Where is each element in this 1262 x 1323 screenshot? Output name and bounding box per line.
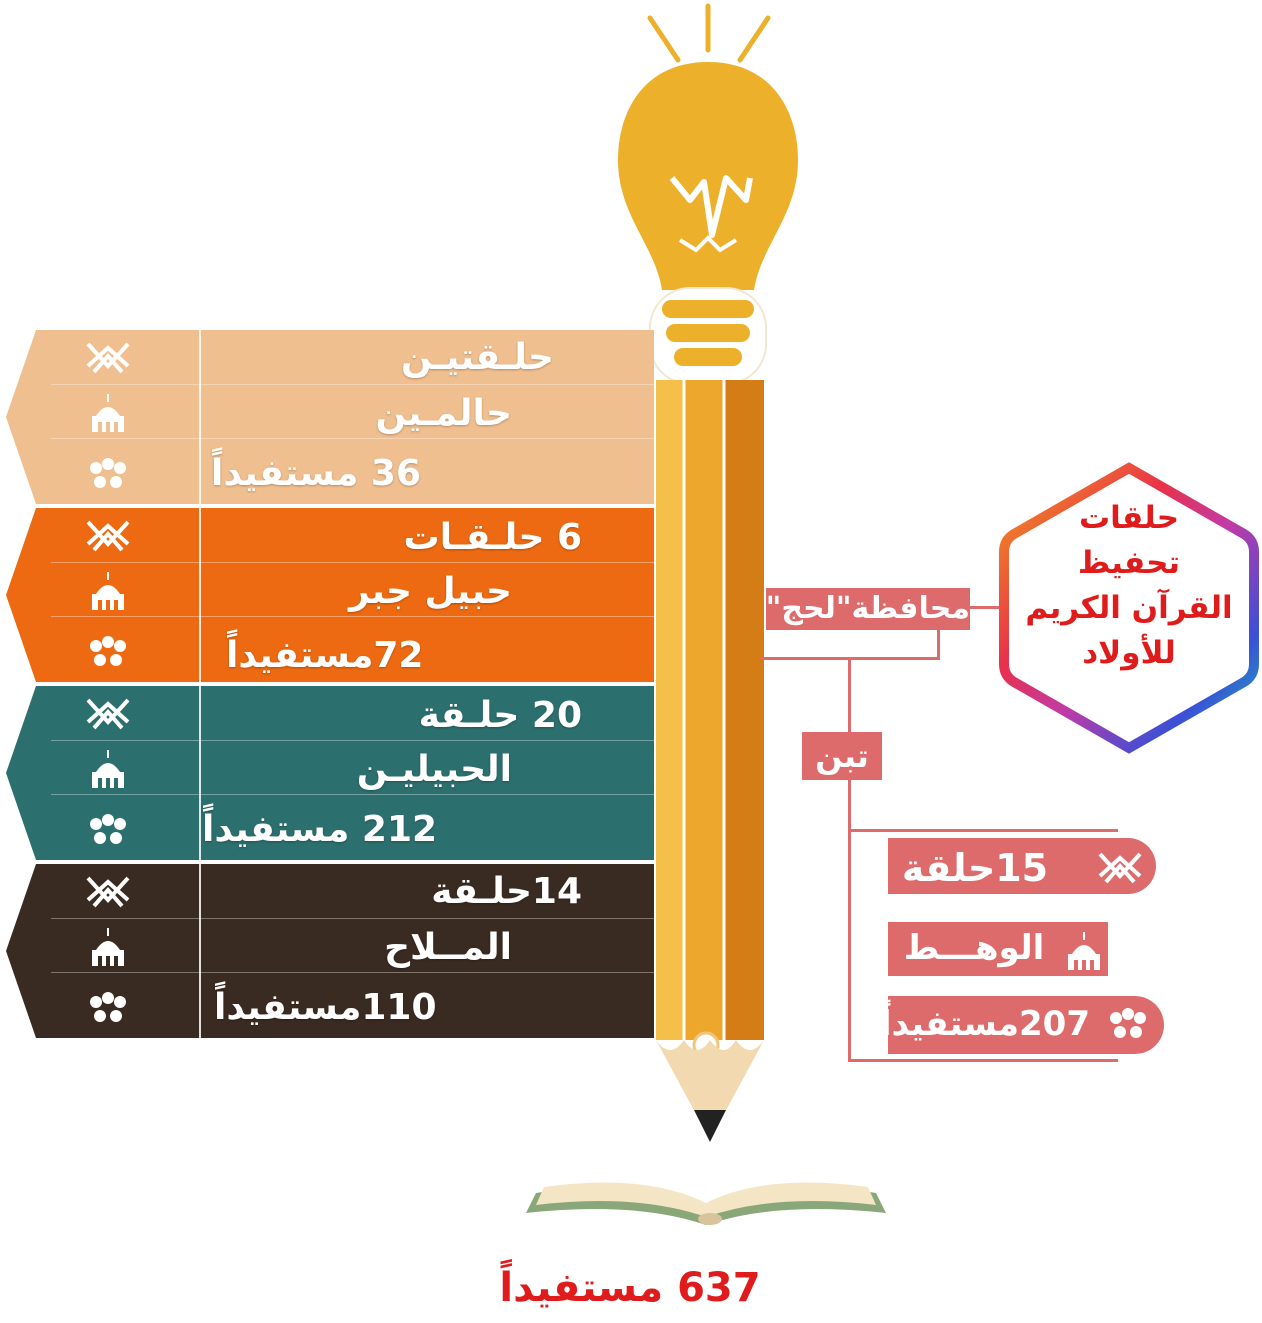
beneficiaries-count: 36 مستفيداً — [211, 453, 421, 494]
title-line-1: حلقات — [1078, 500, 1180, 536]
row-separator — [51, 918, 654, 919]
connector-line — [848, 829, 1118, 832]
connector-line — [937, 630, 940, 660]
beneficiaries-count: 110مستفيداً — [214, 987, 437, 1028]
place-name: حبيل جبر — [348, 571, 512, 612]
row-separator — [51, 438, 654, 439]
group-banner-hubaylin: 20 حلـقة الحبيليـن 212 مستفيداً — [6, 686, 654, 860]
row-separator — [51, 616, 654, 617]
group-banner-habil-jabr: 6 حلـقـات حبيل جبر 72مستفيداً — [6, 508, 654, 682]
tuban-halaqat-text: 15حلقة — [901, 846, 1049, 890]
quran-icon — [86, 342, 130, 374]
open-book-illustration — [526, 1182, 886, 1225]
halaqat-count: 6 حلـقـات — [403, 517, 582, 558]
quran-icon — [86, 520, 130, 552]
group-banner-halimin: حلـقتيـن حالمـين 36 مستفيداً — [6, 330, 654, 504]
mosque-icon — [92, 394, 124, 432]
place-name: الحبيليـن — [356, 749, 512, 790]
tuban-place-text: الوهـــط — [903, 928, 1045, 968]
people-icon — [1110, 1008, 1146, 1038]
halaqat-count: 14حلـقة — [431, 871, 582, 912]
mosque-icon — [1068, 932, 1100, 970]
row-separator — [51, 740, 654, 741]
row-separator — [51, 384, 654, 385]
row-separator — [51, 794, 654, 795]
title-hexagon — [999, 462, 1259, 754]
tuban-beneficiaries — [888, 996, 1164, 1054]
row-separator — [51, 972, 654, 973]
title-line-2: تحفيظ — [1077, 544, 1181, 581]
mosque-icon — [92, 928, 124, 966]
place-name: المــلاح — [384, 927, 512, 968]
connector-line — [848, 657, 851, 1062]
people-icon — [90, 814, 126, 844]
title-text: حلقات تحفيظ القرآن الكريم للأولاد — [1006, 496, 1252, 676]
connector-line — [848, 1059, 1118, 1062]
group-banner-mallah: 14حلـقة المــلاح 110مستفيداً — [6, 864, 654, 1038]
halaqat-count: 20 حلـقة — [418, 695, 582, 736]
people-icon — [90, 992, 126, 1022]
title-line-4: للأولاد — [1082, 634, 1176, 671]
beneficiaries-count: 72مستفيداً — [226, 635, 424, 676]
governorate-label: محافظة"لحج" — [766, 588, 970, 630]
divider — [199, 508, 201, 682]
divider — [199, 686, 201, 860]
tuban-beneficiaries-text: 207مستفيداً — [879, 1004, 1090, 1044]
pencil-illustration — [656, 380, 764, 1142]
row-separator — [51, 562, 654, 563]
total-beneficiaries: 637 مستفيداً — [499, 1265, 761, 1311]
people-icon — [90, 636, 126, 666]
connector-line — [968, 606, 1003, 609]
divider — [199, 330, 201, 504]
lightbulb-illustration — [618, 3, 798, 385]
quran-icon — [86, 698, 130, 730]
quran-icon — [1098, 852, 1142, 884]
quran-icon — [86, 876, 130, 908]
district-label-tuban: تبن — [802, 732, 882, 780]
beneficiaries-count: 212 مستفيداً — [202, 809, 438, 850]
place-name: حالمـين — [375, 393, 512, 434]
mosque-icon — [92, 572, 124, 610]
people-icon — [90, 458, 126, 488]
title-line-3: القرآن الكريم — [1025, 589, 1233, 626]
divider — [199, 864, 201, 1038]
mosque-icon — [92, 750, 124, 788]
halaqat-count: حلـقتيـن — [401, 337, 554, 378]
